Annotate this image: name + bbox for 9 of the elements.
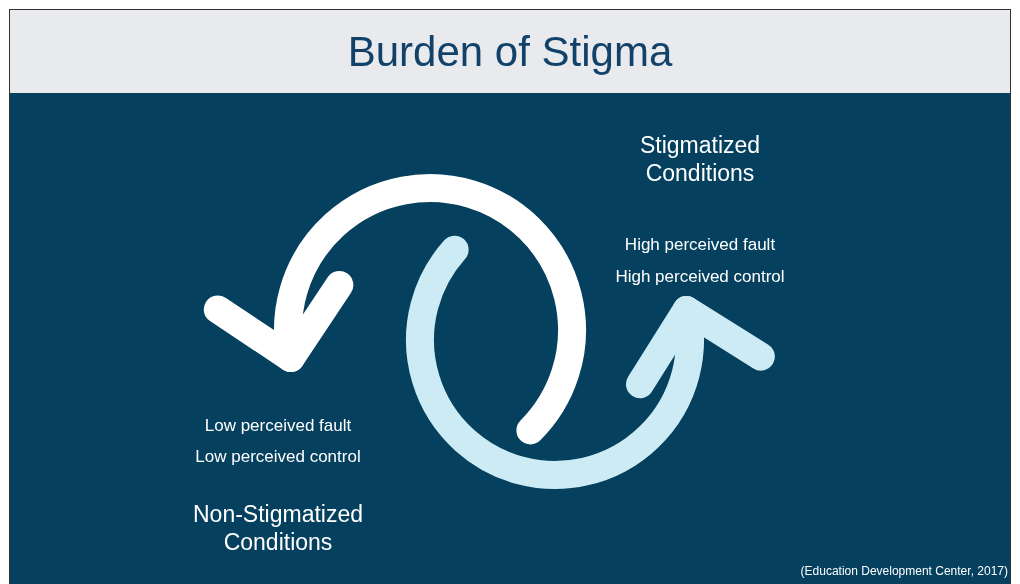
heading: Non-Stigmatized Conditions [192,500,364,556]
curved-arrow [406,235,772,489]
citation: (Education Development Center, 2017) [800,564,1008,578]
heading: Stigmatized Conditions [638,131,762,187]
note-text: Low perceived fault [203,416,353,436]
note-text: Low perceived control [194,447,362,467]
note-text: High perceived fault [623,235,777,255]
title: Burden of Stigma [346,28,674,76]
note-text: High perceived control [614,267,786,287]
